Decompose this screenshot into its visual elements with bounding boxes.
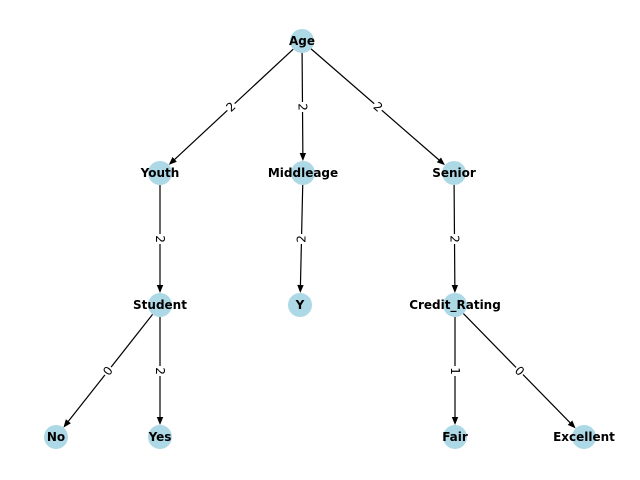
node-label: Middleage — [268, 166, 338, 180]
edge-label-group: 2 — [294, 101, 311, 113]
edge-middleage-to-y: 2 — [293, 184, 310, 294]
node-circle — [443, 425, 467, 449]
edge-label: 1 — [448, 367, 462, 375]
node-circle — [572, 425, 596, 449]
edge-label: 2 — [153, 235, 167, 243]
node-no: No — [44, 425, 68, 449]
edge-senior-to-credit_rating: 2 — [446, 184, 463, 294]
edge-age-to-middleage: 2 — [294, 52, 311, 162]
arrow-head — [168, 157, 177, 165]
edge-label-background — [510, 361, 529, 381]
arrow-head — [297, 284, 304, 294]
edge-credit_rating-to-excellent: 0 — [462, 313, 576, 429]
node-circle — [148, 425, 172, 449]
node-youth: Youth — [140, 161, 180, 185]
edge-youth-to-student: 2 — [152, 185, 168, 293]
edge-label-group: 2 — [152, 366, 168, 376]
edge-label: 2 — [294, 235, 308, 243]
node-circle — [288, 293, 312, 317]
node-label: Yes — [148, 430, 172, 444]
node-credit_rating: Credit_Rating — [409, 293, 501, 317]
edge-label: 2 — [447, 235, 461, 243]
arrow-head — [436, 157, 445, 166]
edge-age-to-youth: 2 — [168, 48, 294, 165]
node-label: No — [47, 430, 65, 444]
node-age: Age — [289, 29, 315, 53]
node-label: Fair — [442, 430, 468, 444]
edge-label-background — [98, 362, 118, 380]
node-circle — [290, 29, 314, 53]
node-label: Credit_Rating — [409, 298, 501, 313]
edge-label-background — [446, 233, 463, 245]
node-label: Youth — [140, 166, 180, 180]
edge-label-group: 2 — [368, 97, 388, 117]
node-y: Y — [288, 293, 312, 317]
node-circle — [442, 161, 466, 185]
edge-label-group: 0 — [98, 362, 118, 380]
node-label: Y — [295, 298, 305, 312]
node-circle — [148, 161, 172, 185]
edge-label-group: 1 — [447, 366, 463, 376]
edge-label-background — [221, 97, 241, 117]
arrow-head — [451, 284, 459, 294]
edge-label-background — [152, 366, 168, 376]
arrow-head — [567, 420, 576, 429]
node-circle — [148, 293, 172, 317]
node-label: Senior — [432, 166, 476, 180]
edge-label: 2 — [153, 367, 167, 375]
edge-label-group: 2 — [446, 233, 463, 245]
edge-label-background — [152, 234, 168, 244]
node-label: Age — [289, 34, 315, 48]
edge-label-group: 2 — [152, 234, 168, 244]
edge-label: 2 — [295, 103, 309, 111]
arrow-head — [156, 417, 164, 425]
arrow-head — [156, 285, 164, 293]
node-student: Student — [133, 293, 187, 317]
node-yes: Yes — [148, 425, 172, 449]
edge-label-group: 2 — [293, 233, 310, 245]
node-circle — [443, 293, 467, 317]
node-circle — [44, 425, 68, 449]
edge-age-to-senior: 2 — [310, 48, 445, 166]
edge-label-background — [294, 101, 311, 113]
node-middleage: Middleage — [268, 161, 338, 185]
node-circle — [291, 161, 315, 185]
arrow-head — [451, 417, 459, 425]
node-senior: Senior — [432, 161, 476, 185]
edge-label-background — [368, 97, 388, 117]
edge-label-background — [293, 233, 310, 245]
arrow-head — [63, 419, 71, 428]
node-label: Excellent — [553, 430, 615, 444]
node-label: Student — [133, 298, 187, 312]
edge-student-to-no: 0 — [63, 314, 154, 428]
node-excellent: Excellent — [553, 425, 615, 449]
edge-student-to-yes: 2 — [152, 317, 168, 425]
node-fair: Fair — [442, 425, 468, 449]
edge-credit_rating-to-fair: 1 — [447, 317, 463, 425]
arrow-head — [299, 152, 307, 162]
edge-label-background — [447, 366, 463, 376]
